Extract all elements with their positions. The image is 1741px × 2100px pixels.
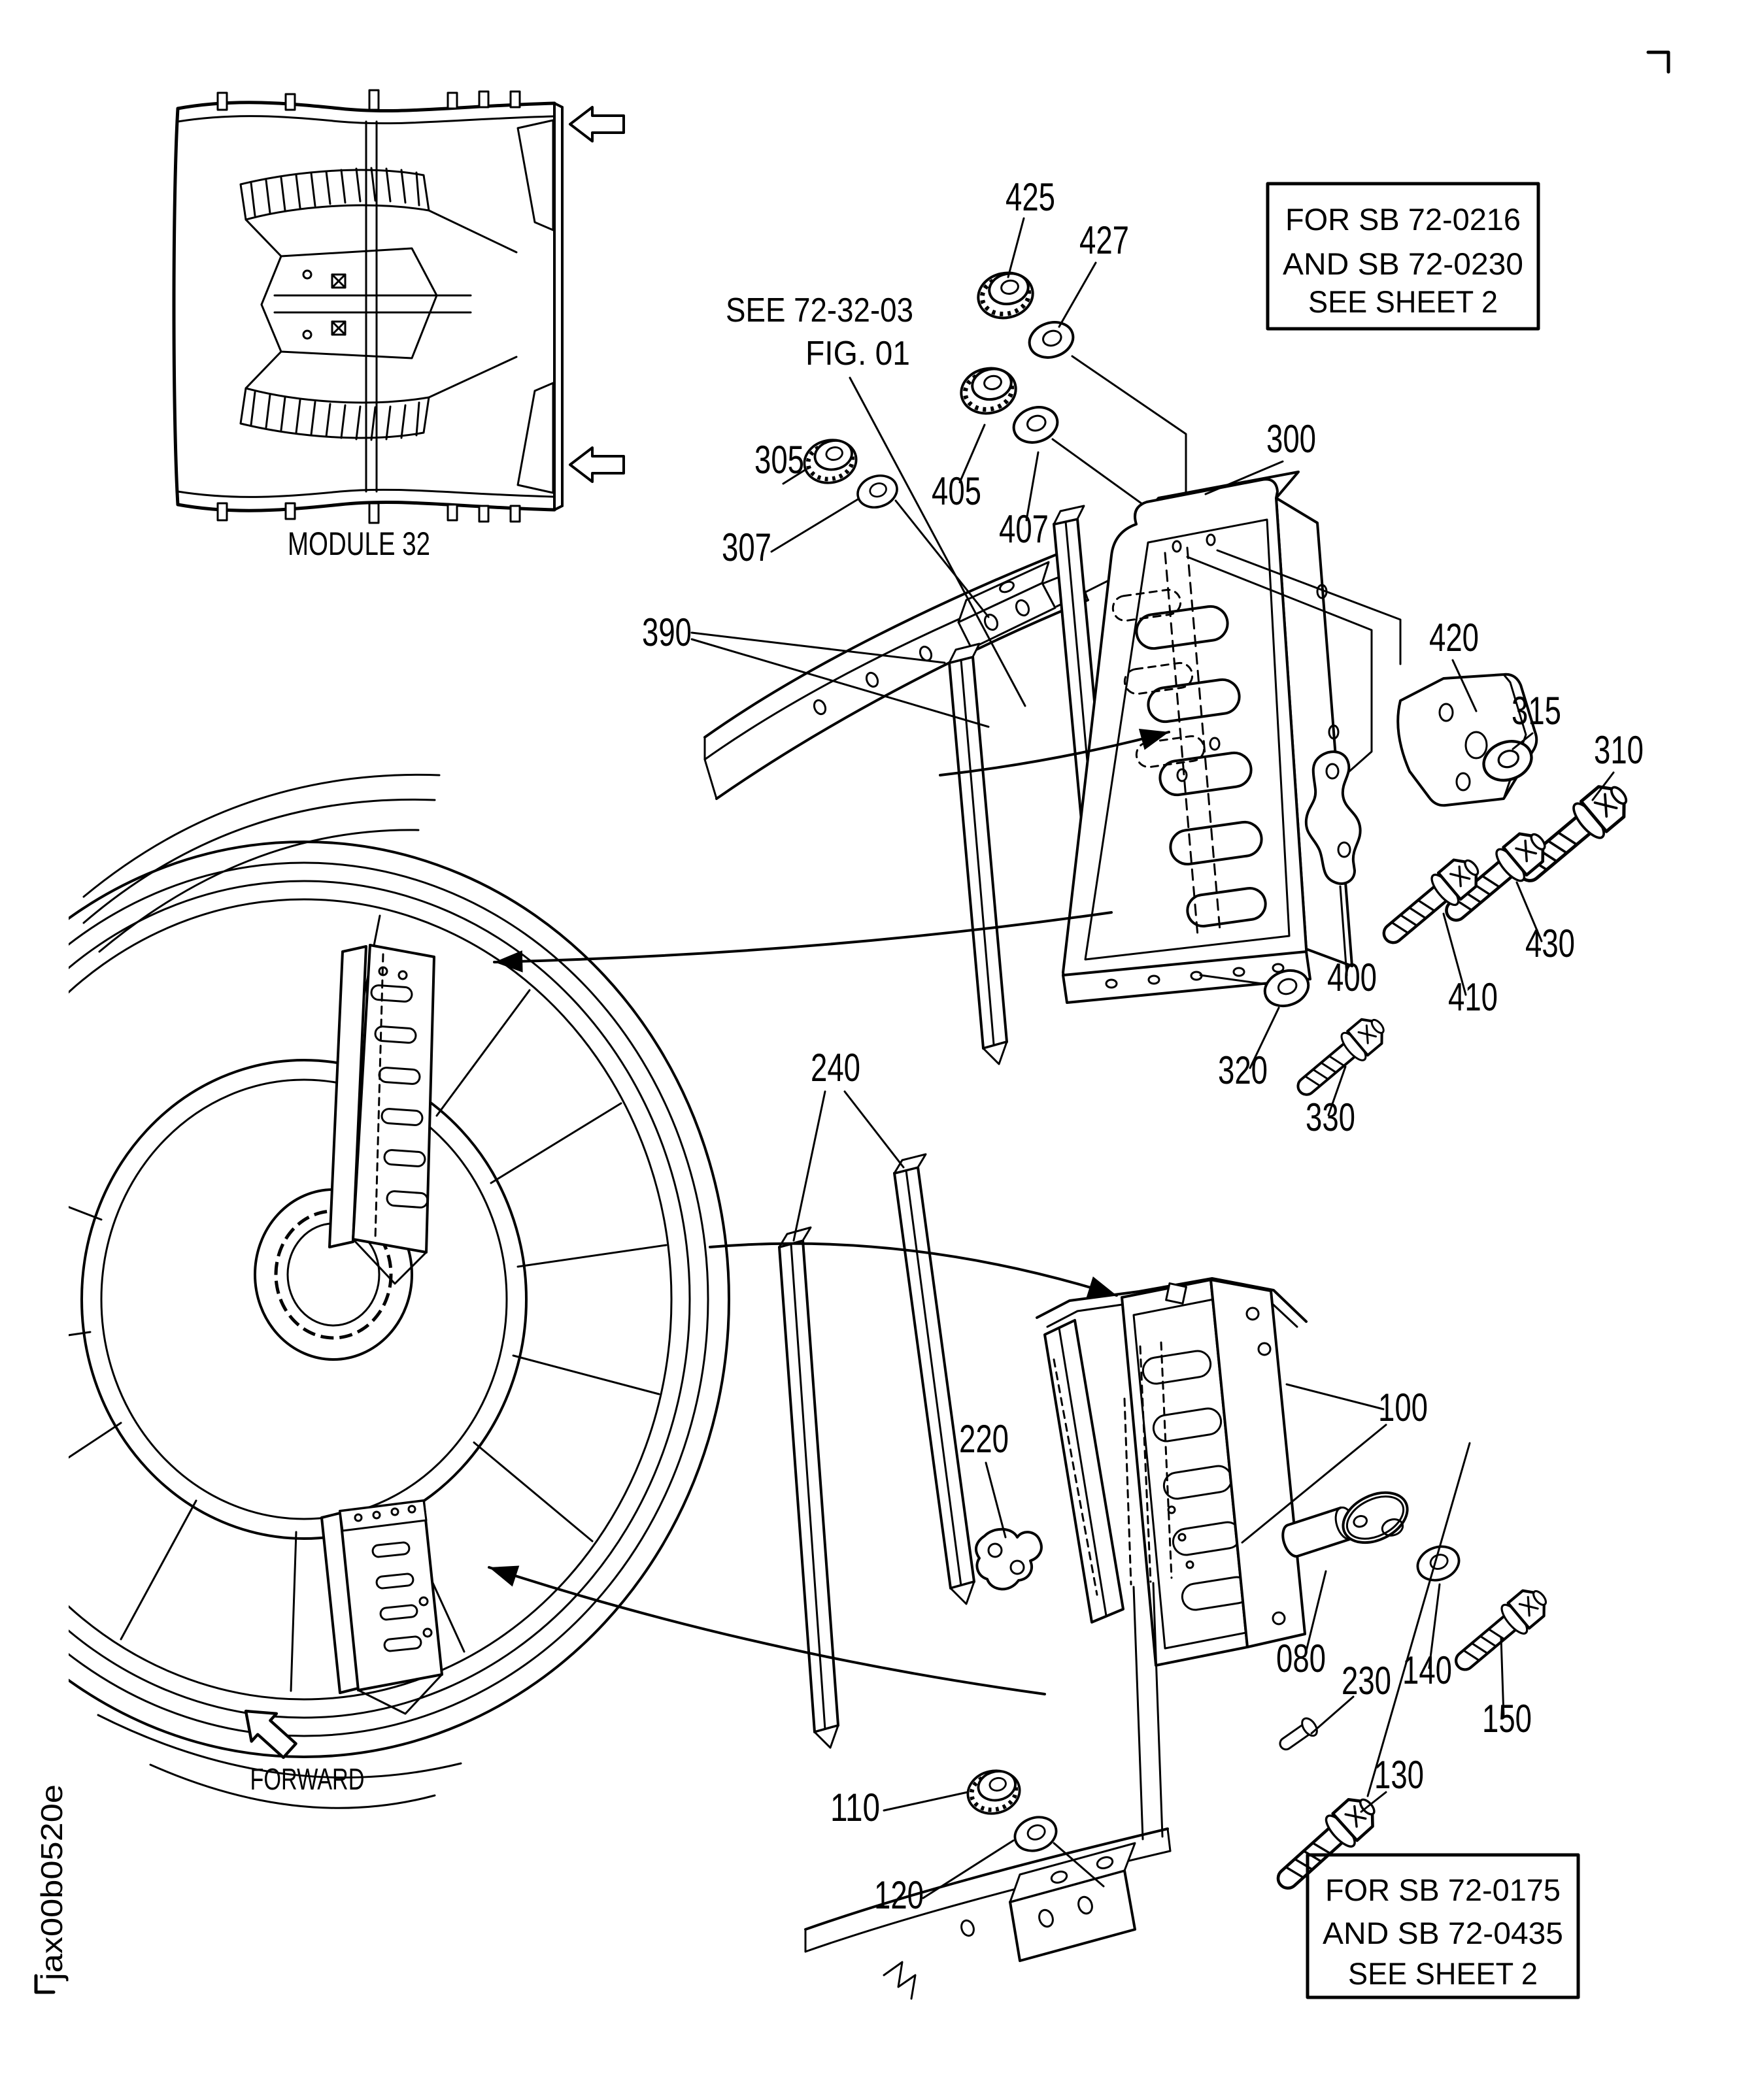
- bracket-rungs: [371, 1541, 422, 1652]
- install-arrow-upper-short: [939, 728, 1170, 776]
- module-pointer-arrow-top: [569, 106, 625, 142]
- washer-140: [1411, 1539, 1465, 1588]
- nut-425: [974, 268, 1037, 323]
- see-reference-line2: FIG. 01: [805, 335, 910, 373]
- callout-305: 305: [754, 438, 804, 482]
- callout-407: 407: [999, 507, 1049, 551]
- install-arrow-lower-short: [709, 1242, 1118, 1298]
- callout-labels: 425 427 405 407 305 307 390 300 420 315 …: [642, 175, 1644, 1917]
- leader-307-to-rail: [894, 499, 990, 618]
- callout-310: 310: [1594, 728, 1644, 772]
- sb-top-line3: SEE SHEET 2: [1308, 284, 1498, 319]
- callout-320: 320: [1218, 1048, 1268, 1092]
- nut-305: [800, 435, 860, 488]
- callout-425: 425: [1006, 175, 1055, 219]
- sb-top-line1: FOR SB 72-0216: [1285, 202, 1521, 237]
- leader-bracket-to-clip400: [1186, 556, 1373, 783]
- callout-300: 300: [1266, 417, 1316, 461]
- callout-140: 140: [1402, 1648, 1452, 1692]
- forward-label: FORWARD: [250, 1762, 365, 1796]
- callout-150: 150: [1482, 1697, 1532, 1741]
- shear-pin-080: [1281, 1491, 1409, 1558]
- filler-strips-240: [778, 1153, 975, 1749]
- retainer-clip-400: [1304, 750, 1362, 885]
- leader-bracket-to-plate420: [1216, 549, 1402, 665]
- sb-note-box-bottom: FOR SB 72-0175 AND SB 72-0435 SEE SHEET …: [1306, 1853, 1580, 1999]
- washer-427: [1023, 315, 1079, 365]
- bracket-rungs: [370, 984, 429, 1208]
- sb-bottom-line2: AND SB 72-0435: [1323, 1916, 1563, 1950]
- rivet-230: [1279, 1717, 1318, 1751]
- corner-mark-top-right: [1646, 50, 1670, 74]
- wheel-mounted-bracket-lower: [320, 1499, 443, 1715]
- casing-tabs: [216, 89, 521, 524]
- callout-315: 315: [1512, 689, 1561, 733]
- callout-400: 400: [1327, 956, 1377, 999]
- hidden-slots: [1111, 588, 1206, 769]
- callout-427: 427: [1079, 218, 1129, 262]
- callout-120: 120: [874, 1873, 924, 1917]
- callout-230: 230: [1342, 1659, 1391, 1703]
- callout-100: 100: [1378, 1386, 1428, 1429]
- see-reference-line1: SEE 72-32-03: [726, 292, 913, 329]
- see-reference-note: SEE 72-32-03 FIG. 01: [726, 292, 913, 373]
- bracket-slots: [1141, 1350, 1251, 1611]
- nozzle-hatch-top: [516, 119, 554, 231]
- forward-indicator: FORWARD: [244, 1709, 365, 1796]
- callout-080: 080: [1276, 1637, 1326, 1680]
- callout-130: 130: [1374, 1753, 1424, 1797]
- callout-307: 307: [722, 525, 771, 569]
- leader-flange-to-washer320: [1199, 974, 1268, 986]
- sb-note-box-top: FOR SB 72-0216 AND SB 72-0230 SEE SHEET …: [1266, 182, 1540, 331]
- corner-mark-bottom-left: [34, 1974, 56, 1994]
- callout-390: 390: [642, 610, 692, 654]
- forward-arrow: [244, 1709, 297, 1759]
- hidden-line-to-rail: [1123, 1397, 1132, 1586]
- upper-rail: [703, 546, 1113, 800]
- callout-220: 220: [959, 1417, 1009, 1461]
- sb-top-line2: AND SB 72-0230: [1283, 246, 1523, 281]
- callout-leaders: [690, 217, 1615, 1899]
- washer-307: [852, 469, 903, 514]
- callout-240: 240: [811, 1046, 860, 1090]
- bolt-150: [1447, 1582, 1555, 1680]
- wheel-mounted-bracket-upper: [328, 944, 435, 1285]
- callout-330: 330: [1306, 1095, 1355, 1139]
- figure-code: jax00b0520e: [35, 1784, 69, 1982]
- module-label: MODULE 32: [288, 525, 430, 562]
- callout-430: 430: [1525, 922, 1575, 965]
- install-arrow-lower-long: [488, 1565, 1046, 1695]
- bolt-330: [1287, 1009, 1393, 1106]
- callout-110: 110: [830, 1786, 880, 1829]
- support-bracket-300: [1062, 471, 1353, 1004]
- callout-405: 405: [932, 469, 981, 513]
- sb-bottom-line3: SEE SHEET 2: [1348, 1956, 1538, 1991]
- nozzle-hatch-bottom: [516, 382, 554, 494]
- module-32-inset: MODULE 32: [172, 89, 625, 562]
- washer-120: [1009, 1810, 1062, 1858]
- bracket-slots: [1135, 605, 1267, 928]
- callout-410: 410: [1448, 975, 1498, 1019]
- nut-110: [964, 1766, 1023, 1818]
- callout-420: 420: [1429, 616, 1479, 659]
- connector-lines-to-rail: [1132, 1582, 1164, 1841]
- module-pointer-arrow-bottom: [569, 446, 625, 483]
- spacer-plate-220: [974, 1527, 1043, 1591]
- support-bracket-assembly-100: [1036, 1277, 1308, 1667]
- bottom-rail: [804, 1827, 1172, 2000]
- nut-405: [957, 363, 1020, 418]
- install-arrow-upper-long: [493, 911, 1113, 973]
- sb-bottom-line1: FOR SB 72-0175: [1325, 1873, 1561, 1907]
